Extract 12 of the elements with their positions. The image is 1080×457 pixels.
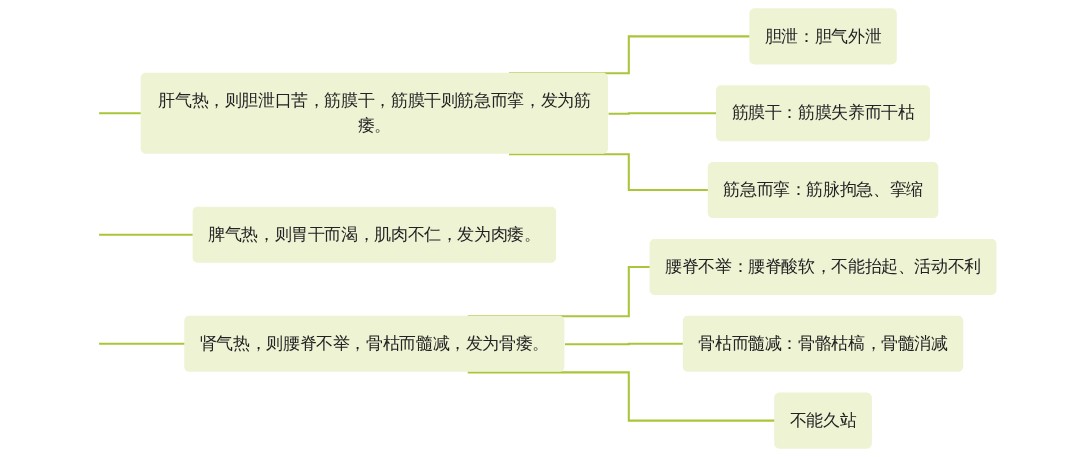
node-box: 骨枯而髓减：骨骼枯槁，骨髓消减 — [682, 315, 964, 372]
node-box: 筋急而挛：筋脉拘急、挛缩 — [707, 162, 939, 219]
node-box: 肝气热，则胆泄口苦，筋膜干，筋膜干则筋急而挛，发为筋痿。 — [140, 72, 609, 154]
connector — [99, 342, 186, 346]
node-box: 筋膜干：筋膜失养而干枯 — [716, 85, 930, 142]
node-box: 不能久站 — [774, 392, 872, 449]
node-box: 脾气热，则胃干而渴，肌肉不仁，发为肉痿。 — [192, 206, 557, 263]
node-box: 肾气热，则腰脊不举，骨枯而髓减，发为骨痿。 — [184, 315, 565, 372]
node-box: 腰脊不举：腰脊酸软，不能抬起、活动不利 — [649, 238, 997, 295]
connector — [608, 112, 718, 115]
node-box: 胆泄：胆气外泄 — [749, 8, 897, 65]
connector — [467, 371, 776, 423]
